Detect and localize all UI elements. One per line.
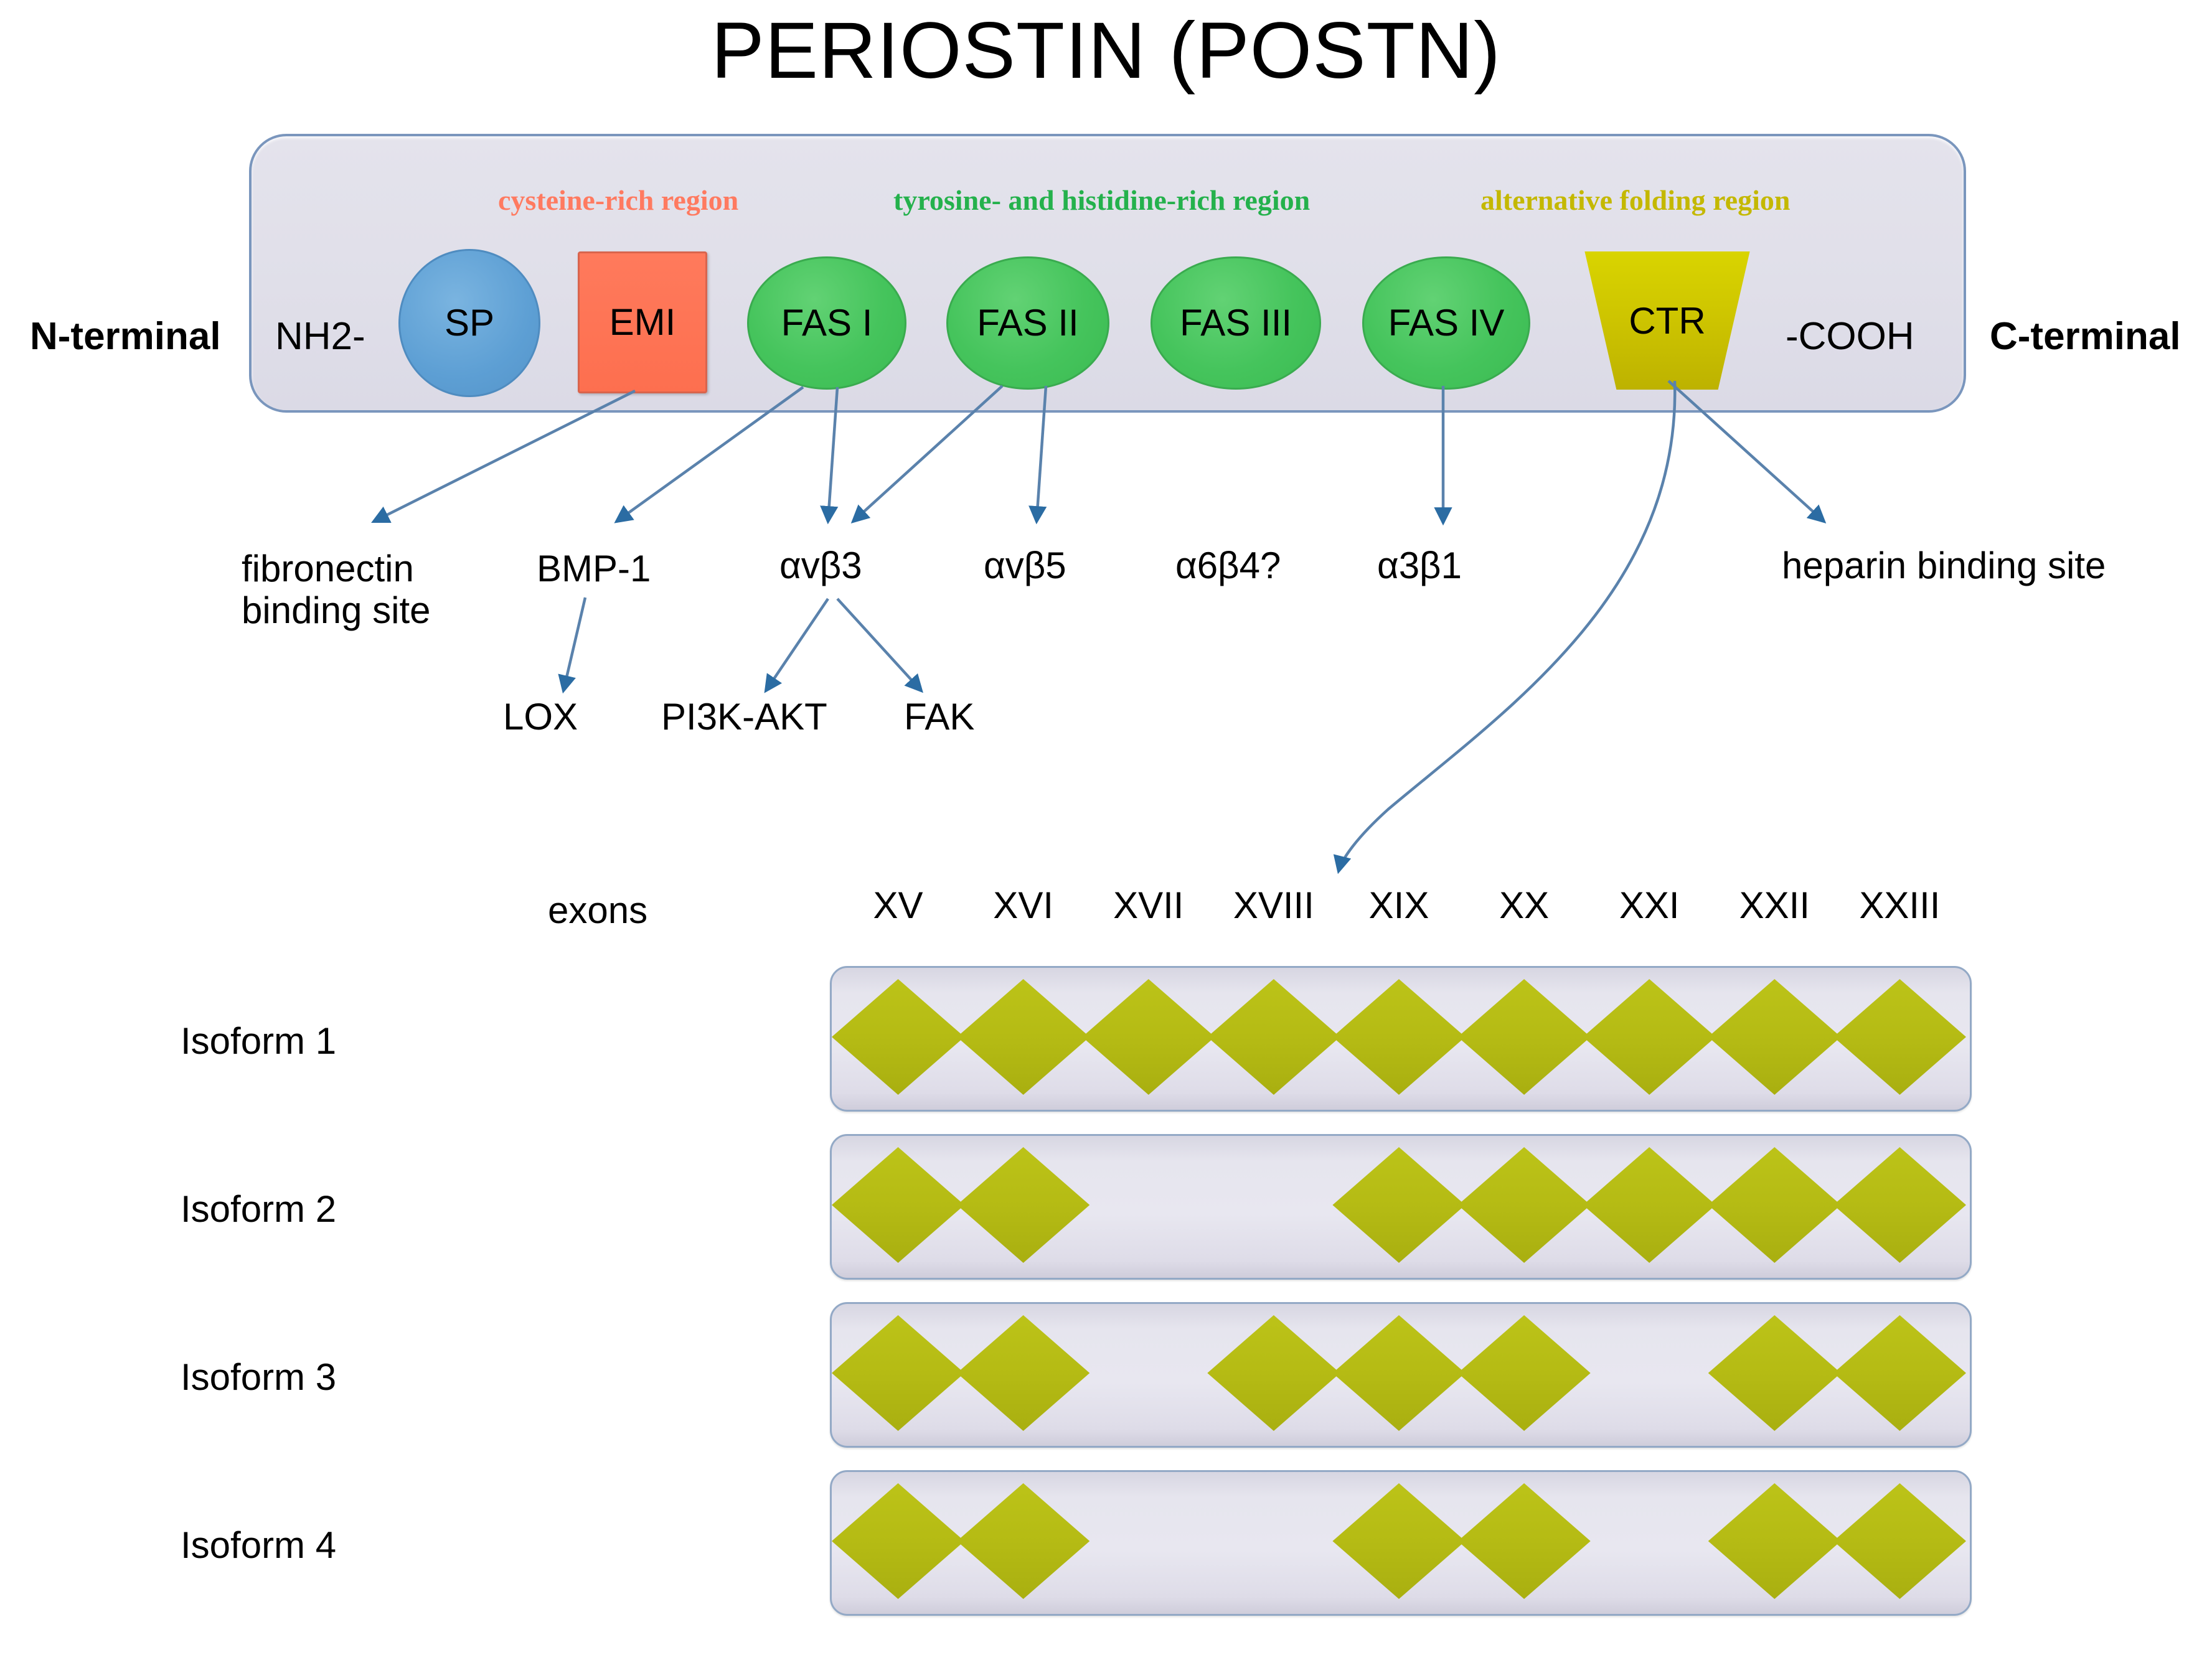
annotation-a3b1: α3β1 bbox=[1377, 545, 1462, 586]
domain-fas-3[interactable]: FAS III bbox=[1151, 256, 1321, 390]
annotation-fak: FAK bbox=[904, 696, 975, 738]
annotation-a6b4: α6β4? bbox=[1175, 545, 1281, 586]
domain-sp[interactable]: SP bbox=[398, 249, 540, 397]
region-label-tyrosine-histidine-rich: tyrosine- and histidine-rich region bbox=[893, 184, 1311, 216]
region-label-cysteine-rich: cysteine-rich region bbox=[498, 184, 739, 216]
exon-label-xxi: XXI bbox=[1619, 884, 1680, 926]
isoform-label-1: Isoform 1 bbox=[181, 1020, 337, 1062]
annotation-avb5: αvβ5 bbox=[984, 545, 1066, 586]
region-label-alternative-folding: alternative folding region bbox=[1480, 184, 1791, 216]
annotation-pi3k-akt: PI3K-AKT bbox=[661, 696, 827, 738]
exon-label-xxii: XXII bbox=[1739, 884, 1810, 926]
annotation-heparin-binding-site: heparin binding site bbox=[1782, 545, 2106, 586]
isoform-label-2: Isoform 2 bbox=[181, 1188, 337, 1230]
exon-label-xvii: XVII bbox=[1113, 884, 1184, 926]
exons-label: exons bbox=[548, 889, 648, 931]
c-terminal-label: C-terminal bbox=[1990, 315, 2181, 358]
annotation-bmp-1: BMP-1 bbox=[537, 548, 651, 589]
domain-fas-2[interactable]: FAS II bbox=[946, 256, 1109, 390]
exon-label-xviii: XVIII bbox=[1233, 884, 1314, 926]
annotation-fibronectin-binding-site: fibronectin binding site bbox=[242, 548, 431, 631]
domain-emi[interactable]: EMI bbox=[578, 251, 707, 393]
annotation-avb3: αvβ3 bbox=[779, 545, 862, 586]
cooh-label: -COOH bbox=[1786, 315, 1914, 358]
annotation-fibronectin-line1: fibronectin bbox=[242, 548, 414, 589]
isoform-label-4: Isoform 4 bbox=[181, 1524, 337, 1566]
exon-label-xv: XV bbox=[873, 884, 923, 926]
nh2-label: NH2- bbox=[275, 315, 365, 358]
exon-label-xix: XIX bbox=[1368, 884, 1429, 926]
isoform-label-3: Isoform 3 bbox=[181, 1356, 337, 1398]
exon-label-xxiii: XXIII bbox=[1859, 884, 1941, 926]
domain-fas-4[interactable]: FAS IV bbox=[1362, 256, 1530, 390]
domain-fas-1[interactable]: FAS I bbox=[747, 256, 906, 390]
n-terminal-label: N-terminal bbox=[30, 315, 221, 358]
domain-ctr-label: CTR bbox=[1629, 299, 1706, 342]
annotation-lox: LOX bbox=[503, 696, 578, 738]
exon-label-xx: XX bbox=[1499, 884, 1550, 926]
page-title: PERIOSTIN (POSTN) bbox=[711, 6, 1501, 95]
domain-ctr[interactable]: CTR bbox=[1584, 251, 1750, 390]
annotation-fibronectin-line2: binding site bbox=[242, 589, 431, 632]
exon-label-xvi: XVI bbox=[993, 884, 1054, 926]
